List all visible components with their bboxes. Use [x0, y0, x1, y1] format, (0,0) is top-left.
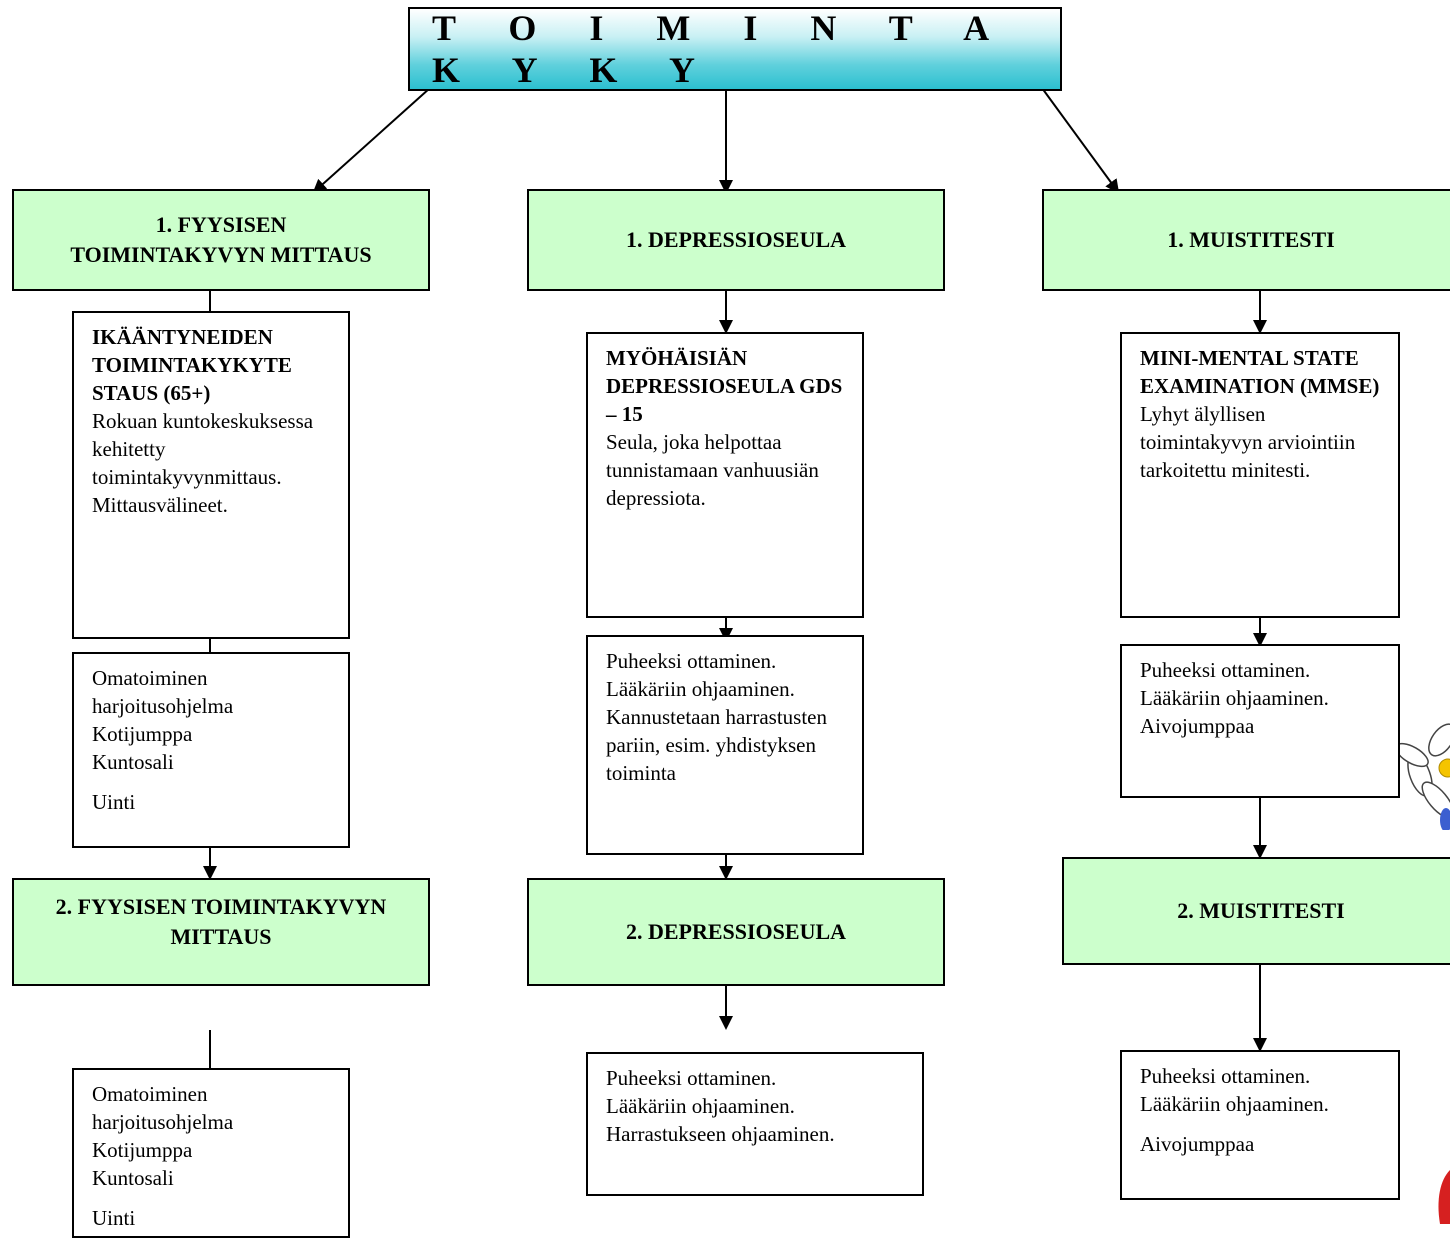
fyysisen-header-2: 2. FYYSISEN TOIMINTAKYVYN MITTAUS — [12, 878, 430, 986]
mmse-box: MINI-MENTAL STATE EXAMINATION (MMSE) Lyh… — [1120, 332, 1400, 618]
list-item: Kotijumppa — [92, 1138, 193, 1162]
ikaantyneiden-heading: IKÄÄNTYNEIDEN TOIMINTAKYKYTE STAUS (65+) — [92, 325, 292, 405]
list-item: Omatoiminen — [92, 1082, 208, 1106]
depressio-actions-text: Puheeksi ottaminen. Lääkäriin ohjaaminen… — [606, 649, 828, 785]
list-item: harjoitusohjelma — [92, 1110, 234, 1134]
list-item: Omatoiminen — [92, 666, 208, 690]
harjoitus-box-2: Omatoiminen harjoitusohjelma Kotijumppa … — [72, 1068, 350, 1238]
list-item: Puheeksi ottaminen. — [606, 1066, 777, 1090]
harjoitus-box-1: Omatoiminen harjoitusohjelma Kotijumppa … — [72, 652, 350, 848]
list-item: Aivojumppaa — [1140, 1132, 1255, 1156]
list-item: Kuntosali — [92, 750, 174, 774]
red-petal-icon — [1438, 1170, 1450, 1224]
gds15-box: MYÖHÄISIÄN DEPRESSIOSEULA GDS – 15 Seula… — [586, 332, 864, 618]
depressio-followup-box: Puheeksi ottaminen. Lääkäriin ohjaaminen… — [586, 1052, 924, 1196]
ikaantyneiden-text: Rokuan kuntokeskuksessa kehitetty toimin… — [92, 409, 314, 517]
ikaantyneiden-box: IKÄÄNTYNEIDEN TOIMINTAKYKYTE STAUS (65+)… — [72, 311, 350, 639]
list-item: Aivojumppaa — [1140, 714, 1255, 738]
depressioseula-header-2: 2. DEPRESSIOSEULA — [527, 878, 945, 986]
list-item: Lääkäriin ohjaaminen. — [1140, 686, 1329, 710]
depressioseula-header-1: 1. DEPRESSIOSEULA — [527, 189, 945, 291]
list-item: Uinti — [92, 790, 136, 814]
arrow-title-to-col1 — [312, 87, 431, 194]
muisti-followup-box: Puheeksi ottaminen. Lääkäriin ohjaaminen… — [1120, 1050, 1400, 1200]
mmse-heading: MINI-MENTAL STATE EXAMINATION (MMSE) — [1140, 346, 1380, 398]
list-item: Puheeksi ottaminen. — [1140, 1064, 1311, 1088]
list-item: Lääkäriin ohjaaminen. — [1140, 1092, 1329, 1116]
depressio-actions-box: Puheeksi ottaminen. Lääkäriin ohjaaminen… — [586, 635, 864, 855]
mmse-text: Lyhyt älyllisen toimintakyvyn arviointii… — [1140, 402, 1356, 482]
fyysisen-header-1: 1. FYYSISEN TOIMINTAKYVYN MITTAUS — [12, 189, 430, 291]
muistitesti-header-1: 1. MUISTITESTI — [1042, 189, 1450, 291]
list-item: Kotijumppa — [92, 722, 193, 746]
gds15-heading: MYÖHÄISIÄN DEPRESSIOSEULA GDS – 15 — [606, 346, 843, 426]
list-item: Kuntosali — [92, 1166, 174, 1190]
list-item: Harrastukseen ohjaaminen. — [606, 1122, 835, 1146]
page-title: T O I M I N T A K Y K Y — [408, 7, 1062, 91]
list-item: Lääkäriin ohjaaminen. — [606, 1094, 795, 1118]
daisy-flower-icon — [1400, 723, 1450, 830]
muistitesti-header-2: 2. MUISTITESTI — [1062, 857, 1450, 965]
list-item: Puheeksi ottaminen. — [1140, 658, 1311, 682]
muisti-actions-box: Puheeksi ottaminen. Lääkäriin ohjaaminen… — [1120, 644, 1400, 798]
list-item: harjoitusohjelma — [92, 694, 234, 718]
list-item: Uinti — [92, 1206, 136, 1230]
gds15-text: Seula, joka helpottaa tunnistamaan vanhu… — [606, 430, 819, 510]
arrow-title-to-col3 — [1041, 87, 1120, 194]
